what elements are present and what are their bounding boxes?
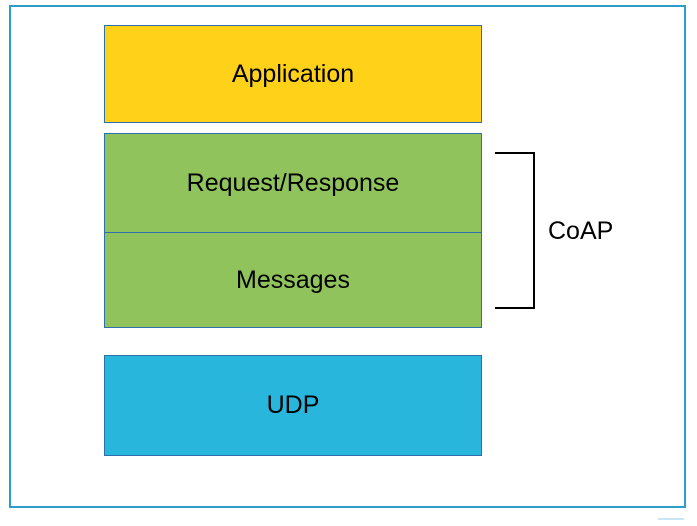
layer-label-messages: Messages (236, 265, 350, 294)
layer-label-application: Application (231, 59, 355, 88)
layer-box-messages[interactable]: Messages (104, 232, 482, 328)
layer-label-udp: UDP (266, 391, 320, 419)
page-frame (9, 5, 686, 508)
layer-box-request-response[interactable]: Request/Response (104, 133, 482, 233)
layer-box-udp[interactable]: UDP (104, 355, 482, 456)
coap-group-label: CoAP (548, 217, 614, 245)
layer-label-request-response: Request/Response (186, 168, 400, 197)
layer-box-application[interactable]: Application (104, 25, 482, 123)
frame-edge-artifact (658, 518, 684, 520)
coap-group-bracket (495, 152, 535, 309)
